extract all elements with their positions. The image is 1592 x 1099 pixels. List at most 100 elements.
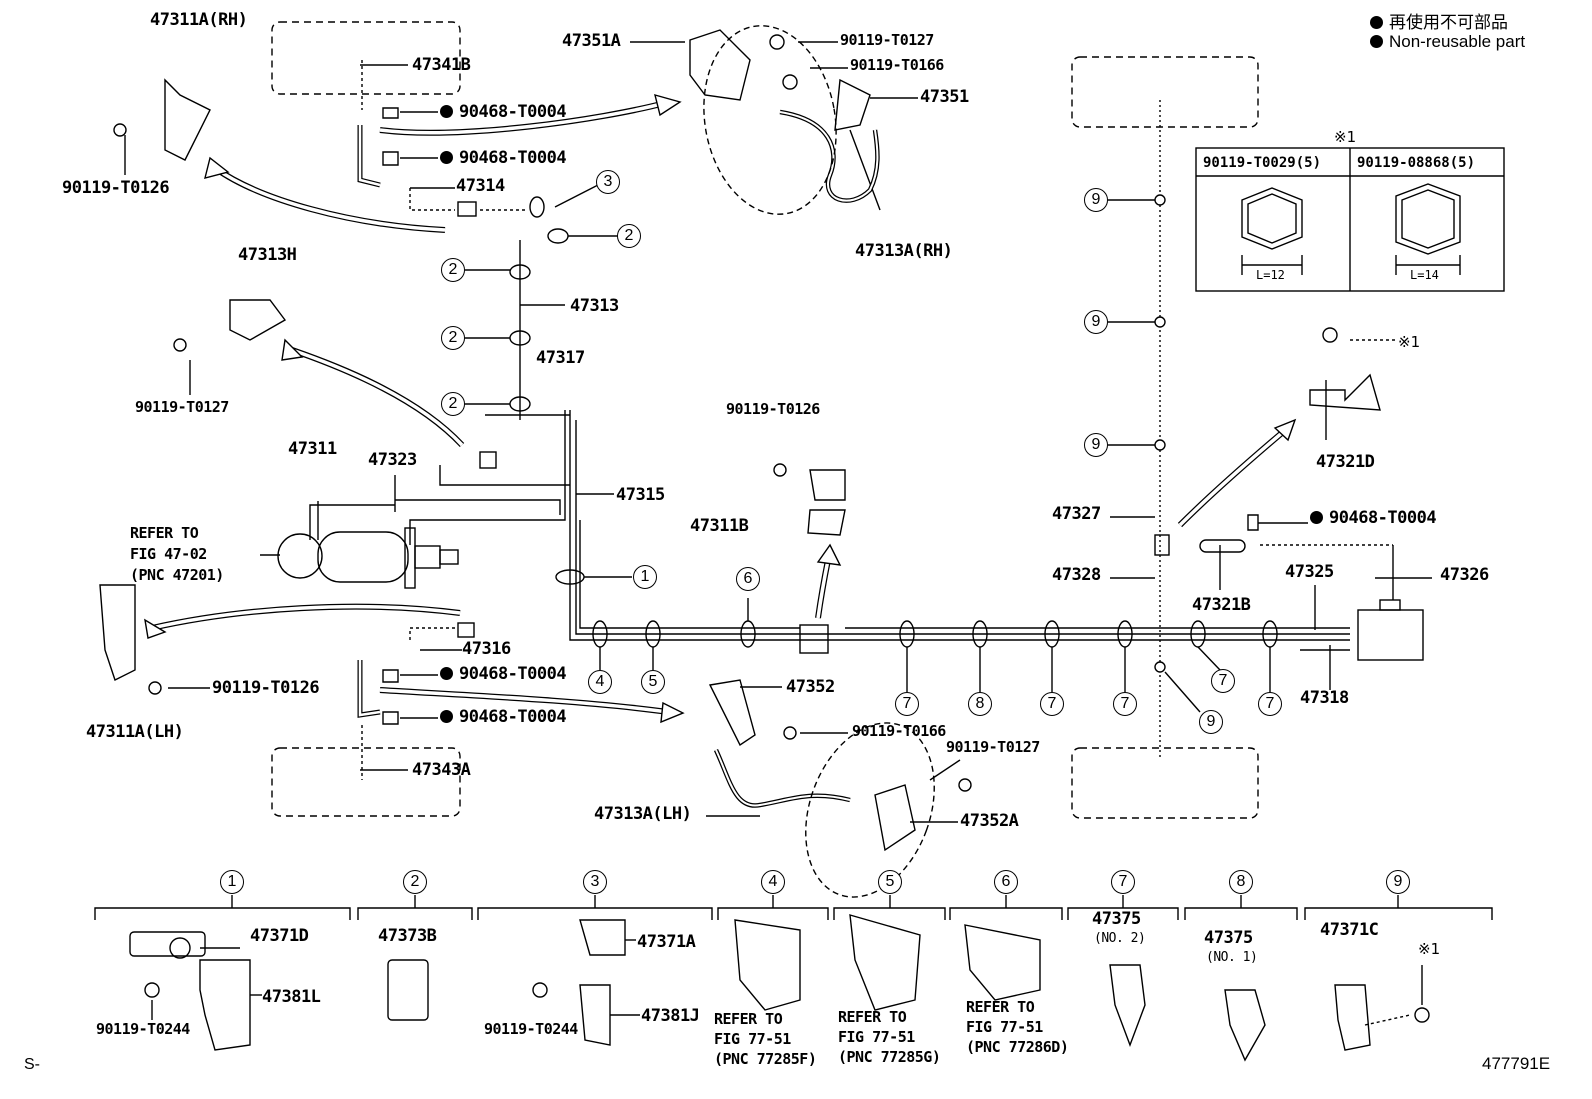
part-label: 90468-T0004: [1310, 510, 1437, 527]
part-label: REFER TO: [838, 1008, 907, 1026]
part-label: ※1: [1398, 333, 1421, 351]
non-reusable-dot-icon: [440, 105, 453, 118]
part-label: 90119-T0127: [135, 398, 229, 416]
callout-7: 7: [1113, 692, 1137, 716]
part-label: 47328: [1052, 565, 1101, 585]
group-header-9: 9: [1386, 870, 1410, 894]
group-header-2: 2: [403, 870, 427, 894]
part-label: 47315: [616, 485, 665, 505]
part-label: 47311A(RH): [150, 10, 248, 30]
part-label: 47325: [1285, 562, 1334, 582]
part-label: 47375: [1204, 928, 1253, 948]
callout-2: 2: [441, 326, 465, 350]
part-label: 90119-T0126: [62, 178, 170, 198]
part-label: 90119-T0126: [212, 678, 320, 698]
part-label: 47352A: [960, 811, 1019, 831]
group-header-6: 6: [994, 870, 1018, 894]
part-label: 47313A(LH): [594, 804, 692, 824]
callout-3: 3: [596, 170, 620, 194]
part-label: 47351A: [562, 31, 621, 51]
part-label: 47313: [570, 296, 619, 316]
non-reusable-dot-icon: [1310, 511, 1323, 524]
part-label: 90468-T0004: [440, 666, 567, 683]
callout-9: 9: [1084, 433, 1108, 457]
non-reusable-dot-icon: [1370, 35, 1383, 48]
non-reusable-dot-icon: [440, 667, 453, 680]
table-len2: L=14: [1410, 268, 1439, 282]
part-label: 47351: [920, 87, 969, 107]
part-label: REFER TO: [130, 524, 199, 542]
part-label: 47311B: [690, 516, 749, 536]
callout-1: 1: [633, 565, 657, 589]
part-label: 47316: [462, 639, 511, 659]
part-label: (PNC 47201): [130, 566, 224, 584]
group-header-1: 1: [220, 870, 244, 894]
legend-en: Non-reusable part: [1370, 32, 1525, 52]
part-label: 47313A(RH): [855, 241, 953, 261]
group-header-7: 7: [1111, 870, 1135, 894]
part-label: (PNC 77285F): [714, 1050, 817, 1068]
callout-5: 5: [641, 670, 665, 694]
callout-9: 9: [1084, 188, 1108, 212]
part-label: FIG 47-02: [130, 545, 207, 563]
part-label: 47311: [288, 439, 337, 459]
table-len1: L=12: [1256, 268, 1285, 282]
part-label: 47341B: [412, 55, 471, 75]
part-label: (NO. 1): [1206, 950, 1258, 965]
part-label: 47343A: [412, 760, 471, 780]
part-label: 47371A: [637, 932, 696, 952]
group-header-4: 4: [761, 870, 785, 894]
part-label: 47326: [1440, 565, 1489, 585]
part-label: FIG 77-51: [838, 1028, 915, 1046]
part-label: 47375: [1092, 909, 1141, 929]
callout-7: 7: [1040, 692, 1064, 716]
part-label: 90119-T0244: [484, 1020, 578, 1038]
part-label: 90119-T0244: [96, 1020, 190, 1038]
part-label: 47371D: [250, 926, 309, 946]
group-header-3: 3: [583, 870, 607, 894]
part-label: 47314: [456, 176, 505, 196]
callout-9: 9: [1199, 710, 1223, 734]
part-label: REFER TO: [714, 1010, 783, 1028]
part-label: 90119-T0126: [726, 400, 820, 418]
part-label: 47352: [786, 677, 835, 697]
part-label: FIG 77-51: [966, 1018, 1043, 1036]
table-col2: 90119-08868(5): [1357, 155, 1476, 171]
callout-2: 2: [441, 392, 465, 416]
non-reusable-dot-icon: [440, 710, 453, 723]
part-label: 90119-T0166: [852, 722, 946, 740]
footer-left: S-: [24, 1056, 40, 1073]
part-label: 47321D: [1316, 452, 1375, 472]
part-label: 47321B: [1192, 595, 1251, 615]
non-reusable-dot-icon: [1370, 16, 1383, 29]
part-label: 90119-T0127: [840, 31, 934, 49]
table-col1: 90119-T0029(5): [1203, 155, 1322, 171]
figure-code: 477791E: [1482, 1054, 1551, 1073]
part-label: 47317: [536, 348, 585, 368]
part-label: 90468-T0004: [440, 150, 567, 167]
part-label: 90468-T0004: [440, 709, 567, 726]
part-label: (PNC 77285G): [838, 1048, 941, 1066]
part-label: 47371C: [1320, 920, 1379, 940]
table-mark: ※1: [1334, 128, 1357, 146]
part-label: 47311A(LH): [86, 722, 184, 742]
callout-7: 7: [1211, 669, 1235, 693]
part-label: ※1: [1418, 940, 1441, 958]
part-label: REFER TO: [966, 998, 1035, 1016]
group-header-5: 5: [878, 870, 902, 894]
part-label: 47327: [1052, 504, 1101, 524]
part-label: 47381L: [262, 987, 321, 1007]
legend-jp: 再使用不可部品: [1370, 8, 1508, 33]
callout-9: 9: [1084, 310, 1108, 334]
part-label: 90119-T0166: [850, 56, 944, 74]
part-label: 47323: [368, 450, 417, 470]
callout-8: 8: [968, 692, 992, 716]
part-label: FIG 77-51: [714, 1030, 791, 1048]
non-reusable-dot-icon: [440, 151, 453, 164]
part-label: 47313H: [238, 245, 297, 265]
part-label: 47373B: [378, 926, 437, 946]
part-label: 47381J: [641, 1006, 700, 1026]
callout-7: 7: [895, 692, 919, 716]
part-label: 90468-T0004: [440, 104, 567, 121]
